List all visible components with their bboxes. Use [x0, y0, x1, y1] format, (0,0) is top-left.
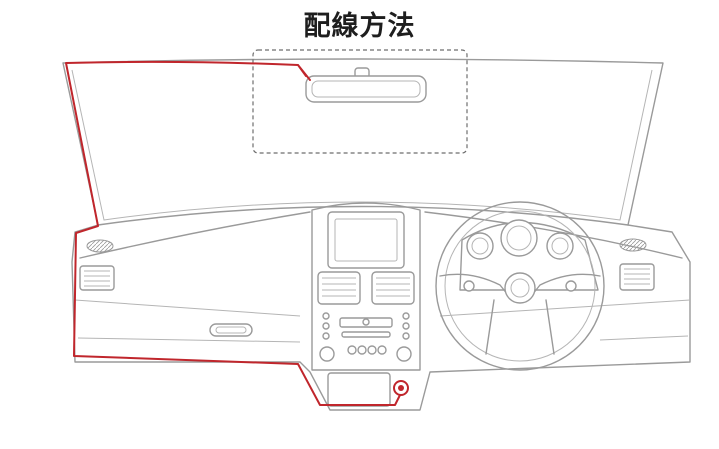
console-controls — [319, 312, 412, 362]
lower-console — [327, 372, 391, 407]
air-vent-icon — [317, 271, 361, 305]
center-screen — [327, 211, 405, 269]
windshield-outline — [62, 58, 664, 226]
dashboard-outline — [71, 224, 691, 411]
air-vent-icon — [371, 271, 415, 305]
windshield-inner-line — [71, 69, 653, 221]
dashboard-top-line — [79, 211, 683, 259]
center-console — [311, 202, 421, 371]
camera-mount-area — [252, 49, 468, 154]
page-title: 配線方法 — [303, 11, 416, 42]
steering-wheel-icon — [435, 201, 605, 371]
dashboard-lower-line — [74, 299, 691, 317]
instrument-cluster — [459, 221, 599, 291]
power-cable-route — [65, 60, 401, 406]
air-vent-icon — [79, 265, 115, 291]
speaker-grille-icon — [619, 238, 647, 252]
dashboard-trim-line — [77, 335, 689, 343]
air-vent-icon — [619, 263, 655, 291]
power-socket-icon — [393, 380, 409, 396]
speaker-grille-icon — [86, 239, 114, 253]
rearview-mirror-icon — [305, 67, 427, 103]
